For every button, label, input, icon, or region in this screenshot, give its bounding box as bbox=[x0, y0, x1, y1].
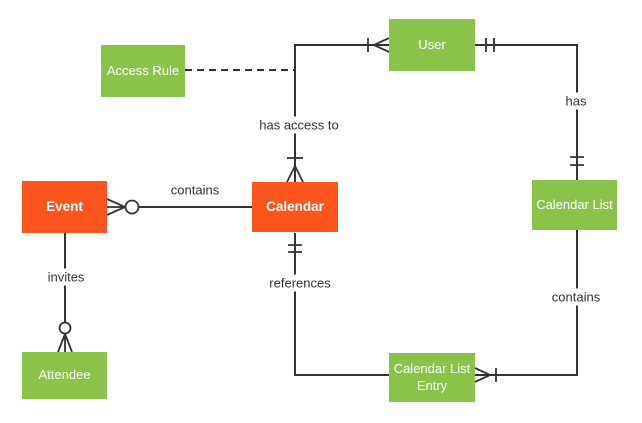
entity-calendar-list-entry: Calendar List Entry bbox=[389, 353, 475, 402]
cardinality-attendee-crowsfoot bbox=[57, 333, 73, 353]
entity-access-rule-label: Access Rule bbox=[106, 62, 180, 78]
entity-calendar-label: Calendar bbox=[266, 198, 324, 214]
entity-event: Event bbox=[22, 181, 107, 233]
cardinality-calendar-list-top-double-tick bbox=[570, 156, 584, 166]
entity-access-rule: Access Rule bbox=[101, 45, 185, 97]
relationship-label-invites: invites bbox=[42, 268, 90, 286]
relationship-label-has: has bbox=[560, 92, 592, 110]
cardinality-event-crowsfoot bbox=[106, 198, 126, 216]
cardinality-user-crowsfoot bbox=[373, 37, 390, 53]
line-has bbox=[475, 44, 578, 180]
cardinality-user-right-double-tick bbox=[485, 38, 495, 52]
entity-calendar: Calendar bbox=[252, 182, 338, 232]
relationship-label-has-access-to: has access to bbox=[254, 116, 344, 134]
cardinality-event-zero-circle bbox=[124, 199, 140, 215]
entity-calendar-list-entry-label: Calendar List Entry bbox=[393, 361, 471, 393]
entity-calendar-list: Calendar List bbox=[532, 180, 617, 230]
line-has-access-to bbox=[294, 44, 389, 182]
cardinality-cle-crowsfoot bbox=[474, 367, 491, 383]
cardinality-attendee-zero-circle bbox=[58, 321, 72, 335]
cardinality-calendar-top-crowsfoot bbox=[286, 165, 304, 183]
cardinality-calendar-bottom-double-tick bbox=[288, 244, 302, 253]
relationship-label-contains-entries: contains bbox=[546, 288, 606, 306]
relationship-label-contains-events: contains bbox=[165, 181, 225, 199]
entity-user-label: User bbox=[418, 36, 446, 52]
line-contains-right bbox=[475, 230, 578, 376]
entity-calendar-list-label: Calendar List bbox=[536, 196, 613, 212]
entity-event-label: Event bbox=[46, 198, 83, 214]
entity-attendee: Attendee bbox=[22, 352, 107, 399]
entity-user: User bbox=[389, 19, 475, 71]
line-references bbox=[294, 233, 389, 376]
entity-attendee-label: Attendee bbox=[38, 367, 91, 383]
relationship-label-references: references bbox=[264, 274, 336, 292]
